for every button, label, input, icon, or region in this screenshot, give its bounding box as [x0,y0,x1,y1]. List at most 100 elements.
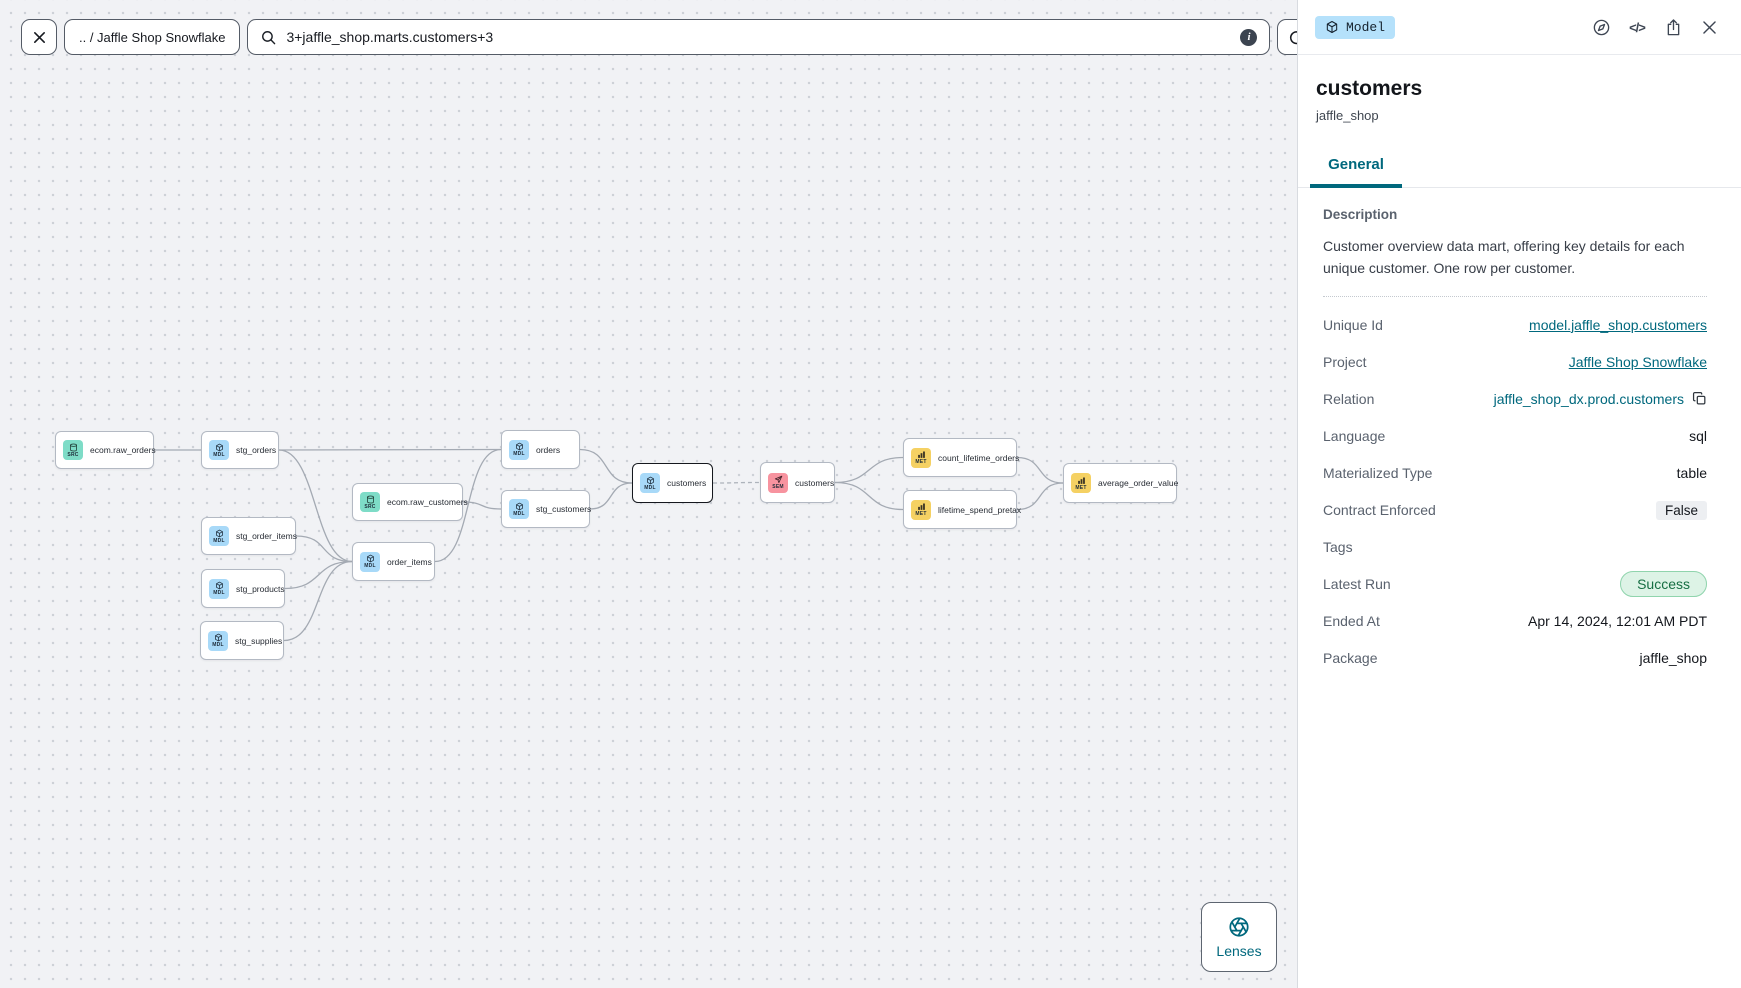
lineage-node-stg_orders[interactable]: MDL stg_orders [201,431,279,469]
field-value: sql [1689,427,1707,444]
resource-type-badge[interactable]: Model [1315,15,1396,39]
lineage-node-raw_orders[interactable]: SRC ecom.raw_orders [55,431,156,469]
node-label: stg_orders [236,445,277,455]
node-label: order_items [387,556,432,567]
x-icon [33,31,45,43]
lenses-button[interactable]: Lenses [1201,902,1277,972]
copy-icon[interactable] [1692,391,1707,406]
page-subtitle: jaffle_shop [1316,108,1379,124]
cube-icon: MDL [208,630,228,651]
field-row-contract-enforced: Contract Enforced False [1323,491,1707,528]
details-panel: Model </> customers jaffle_shop General … [1297,0,1741,988]
field-row-ended-at: Ended At Apr 14, 2024, 12:01 AM PDT [1323,602,1707,639]
panel-tabs: General [1298,156,1741,189]
tab-general[interactable]: General [1310,156,1402,189]
lineage-search[interactable]: i [247,19,1271,55]
field-value: Apr 14, 2024, 12:01 AM PDT [1528,612,1707,629]
unique-id-link[interactable]: model.jaffle_shop.customers [1529,316,1707,333]
cube-icon: MDL [209,440,229,460]
lineage-node-orders[interactable]: MDL orders [501,430,580,469]
lineage-node-customers_sem[interactable]: SEM customers [760,462,835,503]
bar-chart-icon: MET [911,499,931,520]
node-label: ecom.raw_customers [387,497,468,507]
edge-customers_sem-to-count_lifetime_orders [834,456,904,484]
node-label: ecom.raw_orders [90,445,156,455]
node-label: customers [795,477,835,488]
field-value: table [1676,464,1707,481]
field-row-relation: Relation jaffle_shop_dx.prod.customers [1323,380,1707,417]
explore-compass-icon[interactable] [1591,17,1611,37]
field-row-latest-run: Latest Run Success [1323,565,1707,602]
close-lineage-button[interactable] [21,19,57,55]
cube-icon: MDL [509,439,529,460]
relation-value: jaffle_shop_dx.prod.customers [1493,390,1684,407]
lineage-toolbar: .. / Jaffle Shop Snowflake i [21,19,1316,55]
send-icon: SEM [768,472,788,493]
bar-chart-icon: MET [911,447,931,468]
edge-stg_supplies-to-order_items [283,560,353,642]
node-label: stg_order_items [236,531,297,541]
field-label: Ended At [1323,612,1380,629]
lineage-node-stg_customers[interactable]: MDL stg_customers [501,490,592,528]
field-label: Language [1323,427,1386,444]
node-label: stg_customers [536,504,592,514]
edge-raw_customers-to-stg_customers [462,501,502,510]
field-label: Package [1323,649,1378,666]
details-panel-header: Model </> [1298,0,1741,55]
search-input[interactable] [286,29,1232,45]
share-icon[interactable] [1663,17,1683,37]
field-rows: Unique Id model.jaffle_shop.customers Pr… [1323,306,1707,676]
field-row-project: Project Jaffle Shop Snowflake [1323,343,1707,380]
node-label: lifetime_spend_pretax [938,504,1022,515]
aperture-icon [1229,916,1249,937]
field-row-unique-id: Unique Id model.jaffle_shop.customers [1323,306,1707,343]
project-link[interactable]: Jaffle Shop Snowflake [1568,353,1707,370]
field-row-package: Package jaffle_shop [1323,639,1707,676]
field-label: Contract Enforced [1323,501,1436,518]
field-value: Success [1620,570,1707,597]
cube-icon: MDL [209,526,229,546]
node-label: count_lifetime_orders [938,452,1020,463]
cube-icon: MDL [509,499,529,519]
cube-icon: MDL [640,473,660,493]
field-label: Tags [1323,538,1353,555]
field-value: jaffle_shop [1639,649,1707,666]
field-value: Jaffle Shop Snowflake [1569,354,1707,370]
edge-stg_orders-to-orders [278,448,502,451]
cube-icon [1326,20,1338,34]
bar-chart-icon: MET [1071,473,1091,493]
field-value: model.jaffle_shop.customers [1529,317,1707,333]
lineage-edges [153,448,1064,642]
code-icon[interactable]: </> [1629,19,1646,35]
edge-stg_order_items-to-order_items [295,535,353,563]
database-icon: SRC [63,440,83,460]
close-icon[interactable] [1699,17,1719,37]
general-section: Description Customer overview data mart,… [1298,188,1741,676]
edge-count_lifetime_orders-to-average_order_value [1016,456,1064,484]
field-label: Latest Run [1323,575,1391,592]
lineage-node-average_order_value[interactable]: MET average_order_value [1063,463,1179,503]
lineage-node-stg_order_items[interactable]: MDL stg_order_items [201,517,297,555]
lenses-label: Lenses [1216,942,1262,959]
node-label: orders [536,444,561,455]
edge-orders-to-customers_model [579,448,633,484]
node-label: stg_products [236,583,285,594]
info-circle-icon[interactable]: i [1240,28,1258,46]
lineage-node-lifetime_spend_pretax[interactable]: MET lifetime_spend_pretax [903,490,1021,529]
page-title: customers [1316,77,1423,100]
lineage-node-stg_products[interactable]: MDL stg_products [201,569,285,608]
field-label: Unique Id [1323,316,1383,333]
description-label: Description [1323,207,1398,223]
node-label: average_order_value [1098,478,1179,488]
lineage-node-count_lifetime_orders[interactable]: MET count_lifetime_orders [903,438,1020,477]
edge-lifetime_spend_pretax-to-average_order_value [1016,482,1064,511]
edge-customers_sem-to-lifetime_spend_pretax [834,481,904,511]
breadcrumb[interactable]: .. / Jaffle Shop Snowflake [64,19,241,55]
cube-icon: MDL [209,578,229,599]
edge-stg_products-to-order_items [284,560,353,590]
